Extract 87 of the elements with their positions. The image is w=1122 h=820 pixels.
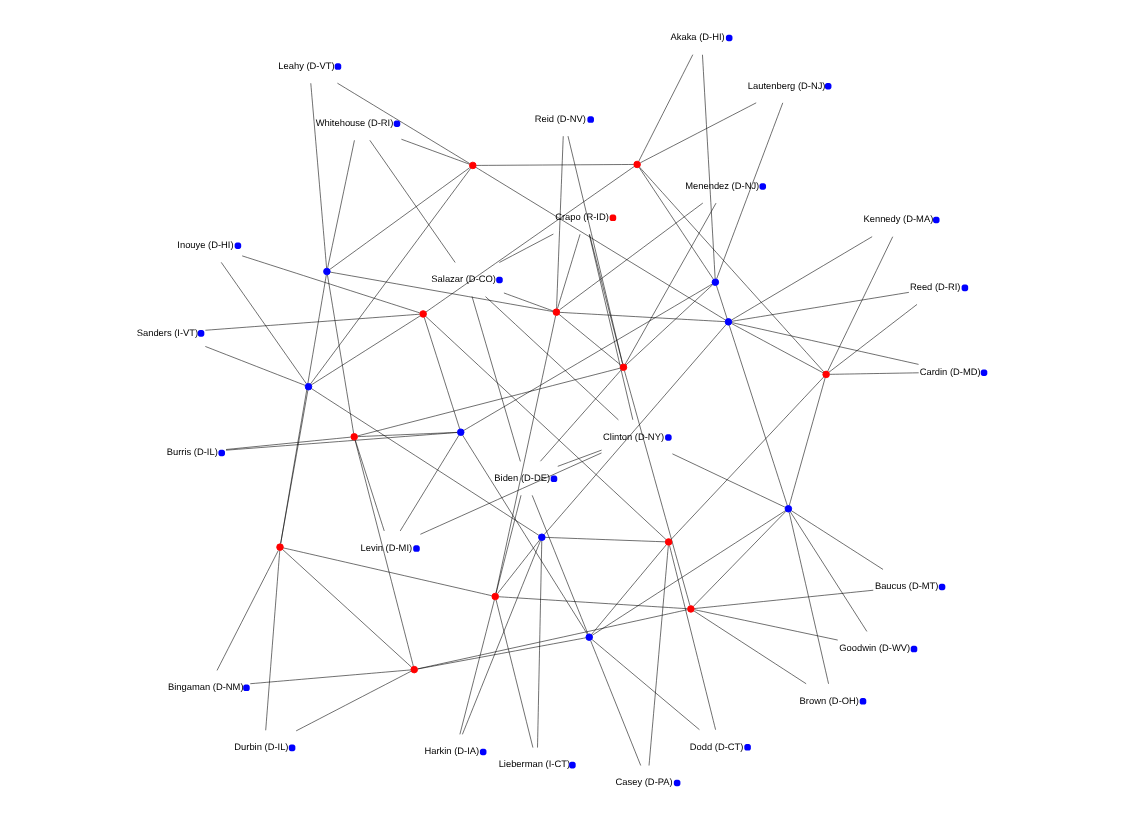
node-circle xyxy=(821,370,829,379)
connector xyxy=(623,370,690,606)
connector xyxy=(536,540,542,748)
connector xyxy=(279,274,326,544)
connector xyxy=(539,369,621,462)
connector xyxy=(638,166,824,373)
connector xyxy=(484,296,618,421)
connector xyxy=(556,449,601,467)
connector xyxy=(474,166,725,321)
node-circle xyxy=(322,267,330,276)
connector xyxy=(461,434,587,635)
node-circle xyxy=(632,160,640,169)
connector xyxy=(310,315,420,386)
connector xyxy=(424,166,634,313)
node-circle xyxy=(409,665,417,674)
connector xyxy=(328,167,470,270)
connector xyxy=(461,540,540,735)
node-circle xyxy=(349,433,357,441)
connector xyxy=(715,102,783,280)
connector xyxy=(204,313,419,331)
connector xyxy=(462,283,712,431)
connector xyxy=(668,545,715,730)
connector xyxy=(639,102,756,164)
connector xyxy=(730,292,909,322)
connector xyxy=(416,609,687,670)
connector xyxy=(701,54,715,280)
node-circle xyxy=(686,605,694,613)
connector xyxy=(416,637,586,670)
node-circle xyxy=(584,633,592,641)
connector xyxy=(543,537,665,543)
connector xyxy=(219,262,306,385)
connector xyxy=(530,495,588,635)
connector xyxy=(224,436,350,450)
connector xyxy=(787,511,828,685)
connector xyxy=(264,550,280,731)
node-circle xyxy=(490,592,498,601)
node-circle xyxy=(303,382,312,391)
connector xyxy=(693,609,837,641)
connector xyxy=(588,234,633,421)
connector xyxy=(647,545,668,766)
connector xyxy=(558,202,703,311)
node-circle xyxy=(418,310,426,318)
connector xyxy=(590,544,666,635)
connector xyxy=(730,236,872,321)
connector xyxy=(353,440,413,667)
node-circle xyxy=(456,428,464,436)
node-circle xyxy=(710,278,719,286)
connector xyxy=(558,312,725,322)
connector xyxy=(424,315,666,540)
connector xyxy=(354,440,384,532)
connector xyxy=(224,432,457,451)
node-circle xyxy=(468,161,476,170)
connector xyxy=(692,589,873,609)
connector xyxy=(458,599,494,735)
node-circle xyxy=(783,505,792,513)
connector xyxy=(566,135,622,365)
node-circle xyxy=(663,538,672,546)
connector xyxy=(623,202,716,365)
connector xyxy=(557,314,621,366)
connector xyxy=(326,274,353,434)
connector xyxy=(356,432,457,437)
connector xyxy=(328,271,553,312)
connector xyxy=(590,510,785,636)
connector xyxy=(496,539,539,594)
node-circle xyxy=(537,533,545,541)
node-circle xyxy=(275,543,283,551)
node-circle xyxy=(551,308,560,316)
connector xyxy=(730,322,918,365)
connector xyxy=(827,304,917,373)
node-circle xyxy=(723,318,732,326)
connector xyxy=(419,452,601,535)
connector xyxy=(590,639,699,730)
node-circle xyxy=(618,363,627,372)
connector xyxy=(368,140,455,263)
connector xyxy=(542,324,726,535)
connector xyxy=(788,511,867,632)
connector xyxy=(497,596,687,609)
connector xyxy=(494,495,521,594)
connector xyxy=(240,255,420,314)
connector xyxy=(555,135,563,309)
connector xyxy=(826,236,892,372)
connector xyxy=(249,669,411,684)
connector xyxy=(637,167,713,280)
connector xyxy=(356,367,620,437)
connector xyxy=(624,284,712,366)
connector xyxy=(470,296,520,462)
connector xyxy=(310,388,539,536)
